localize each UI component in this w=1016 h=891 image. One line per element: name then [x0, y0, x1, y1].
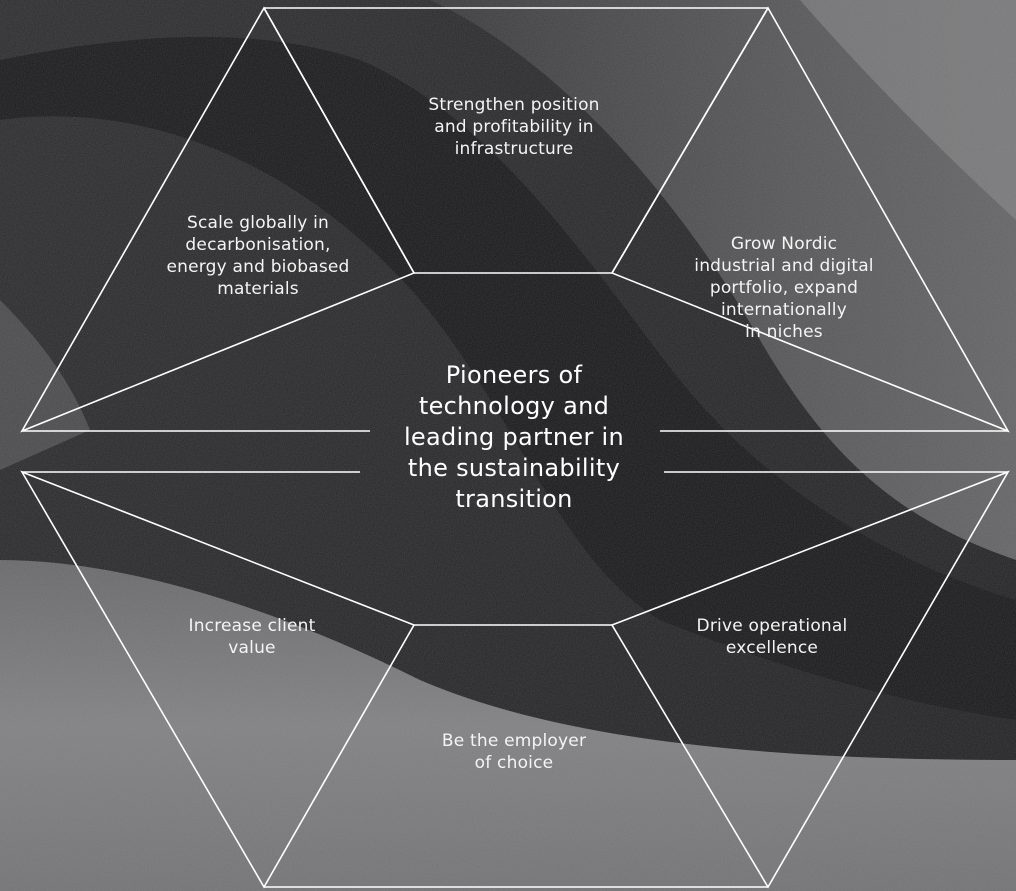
segment-lower-right-label: Drive operational excellence [696, 616, 848, 658]
segment-upper-right-label: Grow Nordic industrial and digital portf… [694, 234, 874, 342]
hex-upper-left-edge [263, 7, 415, 274]
center-statement: Pioneers of technology and leading partn… [403, 361, 625, 513]
segment-lower-left-label: Increase client value [188, 616, 316, 658]
segment-top-label: Strengthen position and profitability in… [428, 95, 600, 159]
lower-left-triangle [20, 470, 416, 889]
hex-upper-right-edge [611, 7, 769, 274]
segment-bottom-label: Be the employer of choice [441, 731, 587, 773]
segment-upper-left-label: Scale globally in decarbonisation, energ… [166, 213, 350, 299]
upper-right-triangle [610, 6, 1010, 433]
lower-right-triangle [610, 470, 1010, 889]
